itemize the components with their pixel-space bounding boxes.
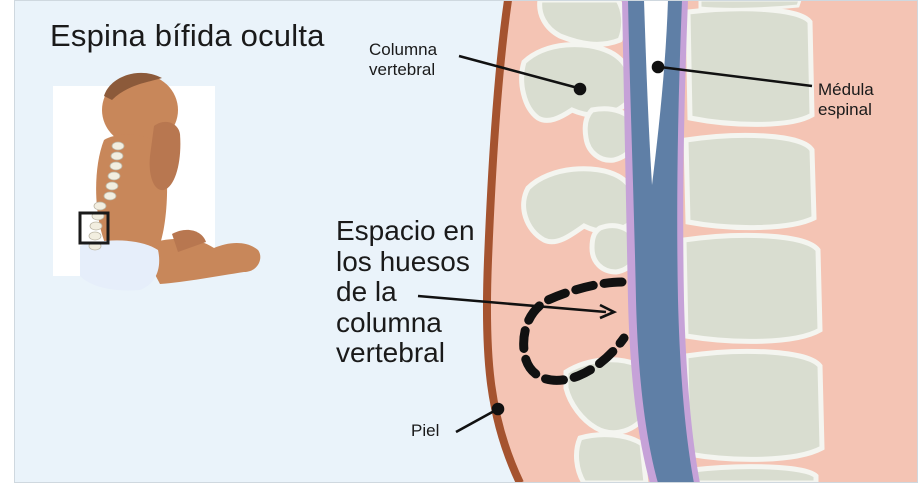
vertebra-icon (684, 235, 820, 341)
page-title: Espina bífida oculta (50, 18, 325, 54)
vertebra-icon (686, 135, 814, 227)
vertebra-icon (686, 351, 822, 459)
label-medula-espinal: Médula espinal (818, 80, 874, 119)
vertebra-icon (577, 435, 646, 483)
label-piel: Piel (411, 421, 439, 441)
label-espacio-huesos: Espacio en los huesos de la columna vert… (336, 216, 475, 369)
vertebra-icon (688, 9, 812, 125)
vertebra-icon (700, 0, 800, 9)
pointer-dot (575, 84, 585, 94)
pointer-dot (493, 404, 503, 414)
pointer-dot (653, 62, 663, 72)
label-columna-vertebral: Columna vertebral (369, 40, 437, 79)
vertebra-icon (692, 467, 816, 483)
